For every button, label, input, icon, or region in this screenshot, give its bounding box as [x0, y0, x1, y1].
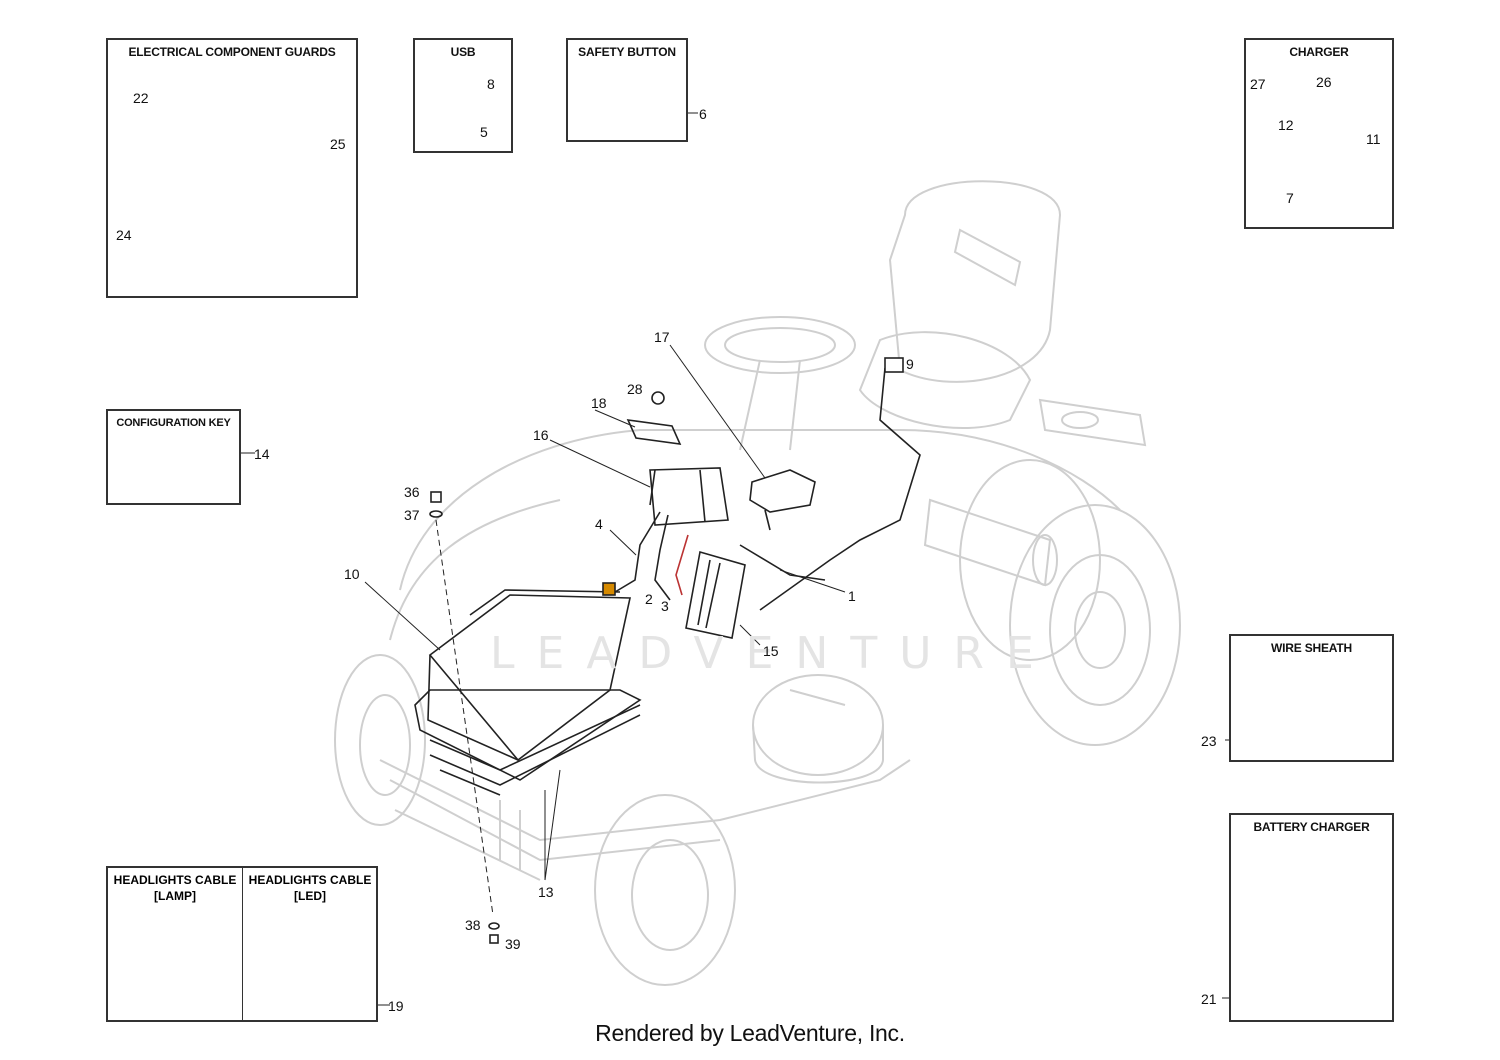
callout-24: 24: [116, 227, 132, 243]
steering-column: [739, 359, 761, 451]
parts-layer: [414, 357, 921, 944]
box-title: ELECTRICAL COMPONENT GUARDS: [128, 45, 336, 59]
callout-21: 21: [1201, 991, 1217, 1007]
box-title: CHARGER: [1289, 45, 1349, 59]
hood-outline: [399, 429, 1121, 591]
box-title: CONFIGURATION KEY: [116, 417, 231, 429]
motor-cylinder: [923, 498, 1052, 587]
front-tire-left: [334, 654, 426, 826]
wire-harness: [759, 367, 921, 611]
callout-7: 7: [1286, 190, 1294, 206]
callout-3: 3: [661, 598, 669, 614]
callout-19: 19: [388, 998, 404, 1014]
rear-tire: [1009, 504, 1181, 746]
seat-logo-plate: [953, 228, 1022, 287]
display-unit: [749, 469, 816, 513]
box-title: WIRE SHEATH: [1271, 641, 1352, 655]
callout-10: 10: [344, 566, 360, 582]
charger-box: CHARGER: [1244, 38, 1394, 229]
connector-9: [884, 357, 904, 373]
callout-13: 13: [538, 884, 554, 900]
box-title: USB: [450, 45, 476, 59]
wire-sheath-box: WIRE SHEATH: [1229, 634, 1394, 762]
lamp-title-line1: HEADLIGHTS CABLE: [113, 873, 237, 887]
electrical-component-guards-box: ELECTRICAL COMPONENT GUARDS: [106, 38, 358, 298]
callout-27: 27: [1250, 76, 1266, 92]
callout-28: 28: [627, 381, 643, 397]
callout-22: 22: [133, 90, 149, 106]
box-divider: [242, 868, 243, 1020]
control-module: [649, 467, 729, 526]
cable-3: [675, 534, 689, 596]
key: [651, 391, 665, 405]
footer-credit: Rendered by LeadVenture, Inc.: [595, 1020, 905, 1046]
callout-18: 18: [591, 395, 607, 411]
steering-wheel: [704, 316, 856, 374]
battery-charger-box: BATTERY CHARGER: [1229, 813, 1394, 1022]
callout-9: 9: [906, 356, 914, 372]
battery-cover-side: [427, 654, 519, 761]
led-title-line1: HEADLIGHTS CABLE: [248, 873, 372, 887]
callout-26: 26: [1316, 74, 1332, 90]
cable-2: [654, 514, 671, 601]
callout-4: 4: [595, 516, 603, 532]
motor-controller: [685, 550, 746, 639]
front-tire-right: [594, 794, 736, 986]
battery-cover: [428, 594, 631, 762]
lamp-title-line2: [LAMP]: [154, 889, 196, 903]
seat-back: [888, 180, 1062, 383]
switch-block: [626, 419, 682, 445]
callout-16: 16: [533, 427, 549, 443]
watermark-text: LEADVENTURE: [490, 628, 1056, 679]
callout-17: 17: [654, 329, 670, 345]
configuration-key-box: CONFIGURATION KEY: [106, 409, 241, 505]
deck-motor: [752, 674, 884, 776]
deck-front: [379, 759, 911, 842]
callout-39: 39: [505, 936, 521, 952]
box-title: BATTERY CHARGER: [1253, 820, 1370, 834]
callout-36: 36: [404, 484, 420, 500]
leader-lines: [240, 97, 1232, 1006]
callout-38: 38: [465, 917, 481, 933]
callout-12: 12: [1278, 117, 1294, 133]
battery-tray: [414, 689, 642, 781]
lamp-title: HEADLIGHTS CABLE [LAMP]: [108, 872, 242, 904]
washer-38: [488, 922, 500, 930]
safety-button-box: SAFETY BUTTON: [566, 38, 688, 142]
nut-39: [489, 934, 499, 944]
usb-box: USB: [413, 38, 513, 153]
callout-23: 23: [1201, 733, 1217, 749]
led-title: HEADLIGHTS CABLE [LED]: [242, 872, 378, 904]
callout-11: 11: [1366, 131, 1381, 147]
seat-base: [858, 331, 1032, 430]
headlights-cable-box: HEADLIGHTS CABLE [LAMP] HEADLIGHTS CABLE…: [106, 866, 378, 1022]
callout-8: 8: [487, 76, 495, 92]
cable-4: [609, 511, 661, 596]
callout-14: 14: [254, 446, 270, 462]
callout-37: 37: [404, 507, 420, 523]
callout-25: 25: [330, 136, 346, 152]
box-title: SAFETY BUTTON: [578, 45, 676, 59]
callout-2: 2: [645, 591, 653, 607]
led-title-line2: [LED]: [294, 889, 326, 903]
callout-1: 1: [848, 588, 856, 604]
connector: [602, 582, 616, 596]
callout-15: 15: [763, 643, 779, 659]
mower-outline: [334, 180, 1181, 986]
callout-6: 6: [699, 106, 707, 122]
washer-37: [429, 510, 443, 518]
bolt-36: [430, 491, 442, 503]
callout-5: 5: [480, 124, 488, 140]
